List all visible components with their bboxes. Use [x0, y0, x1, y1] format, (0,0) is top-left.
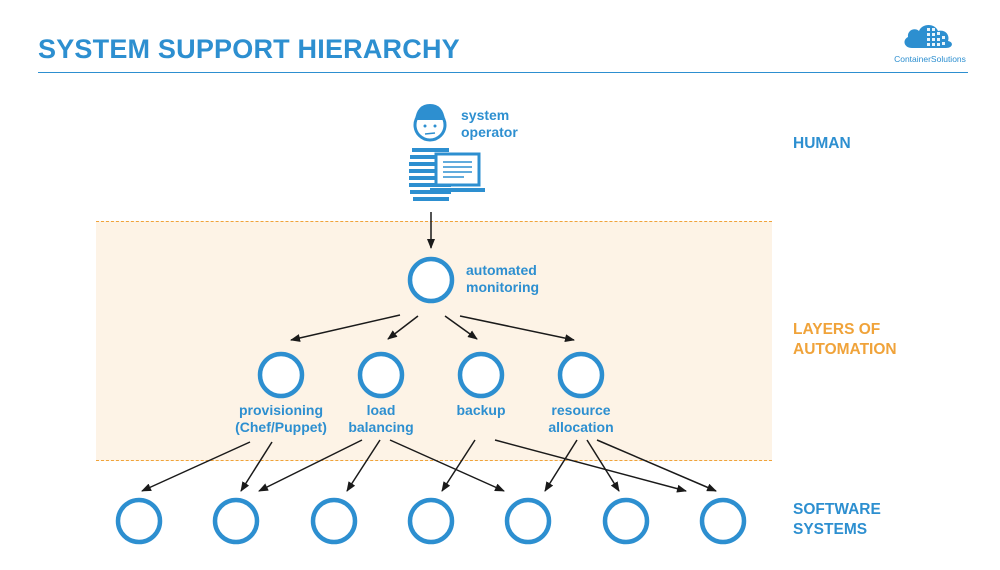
software-system-node	[407, 497, 455, 545]
load-balancing-node	[357, 351, 405, 399]
hierarchy-arrows	[141, 212, 717, 493]
software-system-node	[310, 497, 358, 545]
service-label-provisioning: provisioning(Chef/Puppet)	[235, 402, 327, 435]
page-title: SYSTEM SUPPORT HIERARCHY	[38, 34, 460, 64]
operator-label: system operator	[461, 107, 518, 140]
software-system-node	[212, 497, 260, 545]
person-at-laptop-icon	[409, 104, 485, 201]
logo-text: ContainerSolutions	[894, 54, 966, 64]
monitoring-node	[407, 256, 455, 304]
layer-label-human: HUMAN	[793, 135, 851, 152]
resource-allocation-node	[557, 351, 605, 399]
company-logo: ContainerSolutions	[880, 14, 980, 68]
software-system-node	[602, 497, 650, 545]
monitoring-label: automated monitoring	[466, 262, 540, 295]
cloud-logo-icon	[904, 25, 952, 48]
software-system-node	[699, 497, 747, 545]
title-divider	[38, 72, 968, 73]
backup-node	[457, 351, 505, 399]
provisioning-node	[257, 351, 305, 399]
software-system-node	[504, 497, 552, 545]
service-label-backup: backup	[456, 402, 506, 418]
software-system-node	[115, 497, 163, 545]
